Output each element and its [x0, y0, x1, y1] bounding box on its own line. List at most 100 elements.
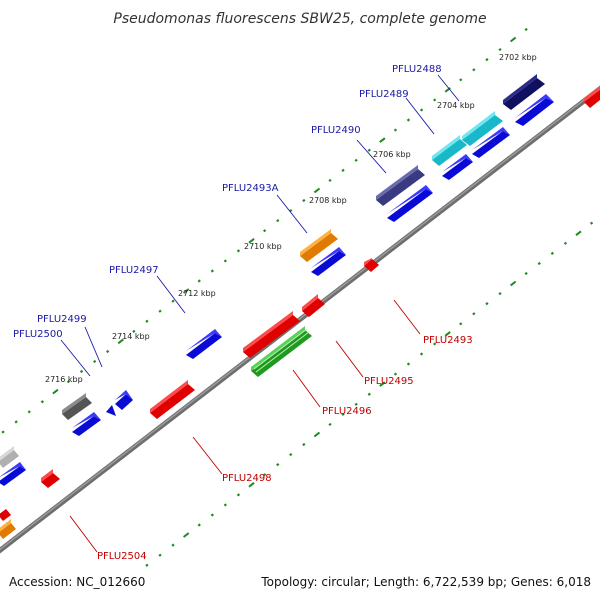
tick-mark	[379, 137, 386, 143]
kbp-label: 2702 kbp	[499, 53, 537, 62]
gene-label-pflu2488[interactable]: PFLU2488	[392, 64, 442, 75]
gene-label-pflu2495[interactable]: PFLU2495	[364, 376, 414, 387]
tick-mark	[27, 410, 31, 414]
gene-forward-arrow[interactable]	[72, 412, 101, 436]
tick-mark	[289, 453, 293, 457]
tick-mark	[158, 553, 162, 557]
gene-forward-arrow[interactable]	[387, 185, 433, 222]
kbp-label: 2710 kbp	[244, 242, 282, 251]
gene-pflu2496[interactable]	[251, 326, 312, 377]
gene-forward-arrow[interactable]	[311, 247, 346, 276]
tick-mark	[575, 230, 582, 236]
tick-mark	[132, 329, 136, 333]
gene-reverse-edge[interactable]	[584, 86, 600, 108]
gene-pflu2499[interactable]	[115, 390, 133, 410]
tick-mark	[197, 523, 201, 527]
gene-forward-arrow[interactable]	[0, 462, 26, 486]
forward-genes	[0, 74, 554, 486]
tick-mark	[236, 249, 241, 253]
gene-pflu2488[interactable]	[503, 74, 545, 110]
gene-forward-arrow[interactable]	[472, 127, 510, 158]
tick-mark	[1, 430, 5, 434]
tick-mark	[248, 238, 255, 244]
tick-mark	[197, 279, 201, 283]
kbp-labels: 2702 kbp 2704 kbp 2706 kbp 2708 kbp 2710…	[45, 53, 537, 384]
kbp-label: 2716 kbp	[45, 375, 83, 384]
genome-backbone	[0, 85, 600, 554]
callout-lines	[60, 74, 460, 553]
gene-forward-arrow[interactable]	[442, 154, 473, 180]
tick-mark	[40, 400, 44, 404]
tick-mark	[550, 251, 554, 255]
kbp-label: 2704 kbp	[437, 101, 475, 110]
gene-label-pflu2499[interactable]: PFLU2499	[37, 314, 87, 325]
tick-mark	[79, 369, 84, 374]
gene-forward-arrow[interactable]	[515, 94, 554, 126]
gene-reverse-edge[interactable]	[0, 509, 11, 521]
gene-reverse-small[interactable]	[302, 294, 325, 317]
tick-mark	[379, 381, 386, 387]
gene-pflu2497[interactable]	[186, 329, 222, 359]
tick-mark	[276, 463, 280, 467]
tick-mark	[537, 261, 541, 266]
gene-labels-forward: PFLU2488 PFLU2489 PFLU2490 PFLU2493A PFL…	[13, 64, 442, 340]
tick-mark	[354, 402, 358, 406]
tick-mark	[52, 388, 59, 395]
map-title: Pseudomonas fluorescens SBW25, complete …	[113, 11, 486, 27]
tick-mark	[223, 259, 227, 263]
gene-pflu2500[interactable]	[106, 405, 116, 416]
tick-mark	[276, 219, 280, 223]
gene-pflu2498[interactable]	[150, 380, 195, 419]
gene-label-pflu2489[interactable]: PFLU2489	[359, 89, 409, 100]
gene-label-pflu2504[interactable]: PFLU2504	[97, 551, 147, 562]
gene-label-pflu2493[interactable]: PFLU2493	[423, 335, 473, 346]
tick-mark	[313, 431, 321, 438]
gene-pflu2490[interactable]	[376, 165, 425, 206]
tick-mark	[524, 271, 528, 276]
tick-mark	[498, 292, 502, 296]
tick-mark	[563, 241, 568, 245]
tick-mark	[341, 168, 345, 172]
gene-pflu2504[interactable]	[41, 469, 60, 488]
gene-pflu2493[interactable]	[364, 258, 379, 272]
gene-pflu2495[interactable]	[243, 311, 300, 358]
tick-mark	[524, 27, 528, 32]
gene-pflu2493a[interactable]	[300, 229, 338, 262]
reverse-genes	[0, 86, 600, 539]
gene-grey[interactable]	[62, 393, 92, 420]
tick-mark	[328, 178, 332, 182]
tick-mark	[182, 532, 190, 538]
gene-label-pflu2497[interactable]: PFLU2497	[109, 265, 159, 276]
gene-label-pflu2493a[interactable]: PFLU2493A	[222, 183, 279, 194]
tick-mark	[248, 482, 255, 488]
tick-mark	[145, 319, 149, 323]
tick-mark	[459, 78, 463, 82]
tick-mark	[472, 312, 476, 316]
tick-mark	[419, 352, 424, 356]
tick-mark	[182, 288, 190, 294]
gene-pflu2489[interactable]	[462, 111, 503, 146]
tick-mark	[459, 322, 463, 326]
tick-mark	[367, 148, 371, 152]
tick-mark	[302, 442, 306, 447]
tick-mark	[171, 543, 175, 547]
tick-mark	[145, 563, 149, 567]
gene-label-pflu2500[interactable]: PFLU2500	[13, 329, 63, 340]
gene-label-pflu2490[interactable]: PFLU2490	[311, 125, 361, 136]
gene-label-pflu2496[interactable]: PFLU2496	[322, 406, 372, 417]
tick-mark	[117, 338, 124, 345]
gene-orange-edge[interactable]	[0, 519, 16, 539]
tick-mark	[367, 392, 371, 396]
gene-grey-light[interactable]	[0, 446, 19, 468]
gene-labels-reverse: PFLU2493 PFLU2495 PFLU2496 PFLU2498 PFLU…	[97, 335, 473, 562]
gene-label-pflu2498[interactable]: PFLU2498	[222, 473, 272, 484]
tick-mark	[485, 302, 489, 306]
kbp-label: 2714 kbp	[112, 332, 150, 341]
tick-tracks	[1, 27, 594, 567]
tick-mark	[210, 513, 214, 517]
gene-cyan-small[interactable]	[432, 135, 467, 166]
kbp-label: 2706 kbp	[373, 150, 411, 159]
kbp-label: 2708 kbp	[309, 196, 347, 205]
tick-mark	[66, 380, 71, 384]
